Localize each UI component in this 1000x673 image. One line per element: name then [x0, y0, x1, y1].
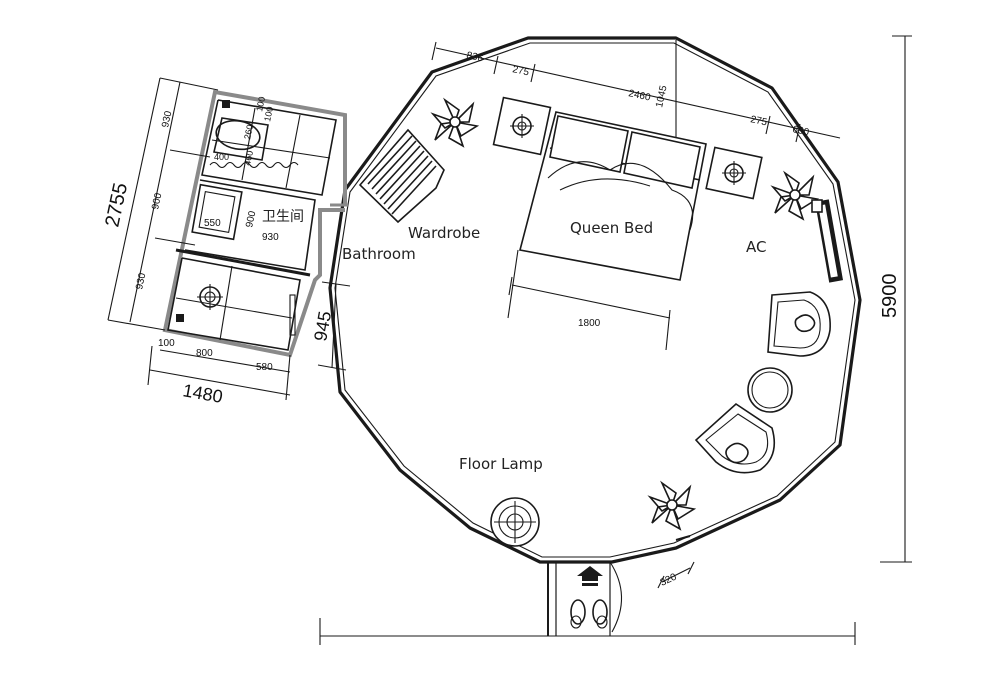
svg-text:930: 930	[134, 272, 148, 291]
svg-text:100: 100	[158, 338, 175, 349]
overall-height-dim: 5900	[879, 274, 901, 319]
plant-icon	[430, 97, 480, 148]
bathroom-block: 卫生间	[162, 89, 348, 358]
svg-text:1045: 1045	[654, 84, 669, 108]
floor-lamp: Floor Lamp	[459, 455, 543, 547]
nightstand-right	[705, 146, 763, 200]
armchair-top	[767, 291, 831, 357]
queen-bed: Queen Bed 1800	[507, 111, 707, 351]
drain-line	[209, 161, 299, 169]
svg-text:930: 930	[262, 232, 279, 243]
svg-text:836: 836	[465, 50, 484, 64]
tent-wall	[328, 36, 862, 564]
entry-arrow-icon	[577, 566, 603, 576]
shoes-icon	[570, 599, 608, 629]
nightstand-left	[492, 96, 552, 156]
wardrobe-label: Wardrobe	[408, 224, 480, 242]
svg-text:100: 100	[254, 96, 267, 113]
svg-text:900: 900	[244, 210, 258, 229]
armchair-bottom	[694, 402, 776, 474]
bathroom-label: Bathroom	[342, 245, 416, 263]
wardrobe: Wardrobe	[358, 128, 480, 242]
toilet-bowl	[215, 119, 261, 151]
svg-text:1800: 1800	[578, 318, 601, 329]
bath-width-dim: 1480	[181, 380, 224, 407]
toilet-tank	[213, 117, 269, 161]
svg-text:400: 400	[214, 152, 229, 162]
right-dimension: 5900	[879, 35, 912, 563]
svg-text:275: 275	[749, 114, 768, 128]
queen-bed-label: Queen Bed	[570, 219, 653, 237]
svg-text:460: 460	[242, 150, 255, 167]
sink	[191, 183, 243, 241]
side-table	[747, 367, 793, 413]
bathroom-cn-label: 卫生间	[262, 209, 304, 225]
svg-text:930: 930	[160, 110, 174, 129]
bath-height-dim: 2755	[101, 181, 132, 229]
svg-text:2460: 2460	[627, 88, 651, 103]
bottom-dimension	[319, 618, 856, 645]
svg-text:260: 260	[242, 124, 255, 141]
bath-dimensions: 2755 1480 930 900 930 100 800 580 930 90…	[101, 77, 291, 407]
floor-lamp-label: Floor Lamp	[459, 455, 543, 473]
entrance-door: 320	[547, 561, 695, 636]
svg-text:320: 320	[659, 572, 679, 589]
svg-text:900: 900	[150, 192, 164, 211]
top-dimensions: 836 275 2460 1045 275 690	[431, 40, 841, 143]
svg-text:580: 580	[256, 362, 273, 373]
plant-icon	[647, 480, 697, 531]
plant-icon	[770, 170, 820, 221]
svg-text:100: 100	[262, 106, 275, 123]
svg-text:275: 275	[511, 64, 530, 78]
ac-label: AC	[746, 238, 766, 256]
tent-wall-inner	[334, 42, 856, 558]
svg-text:945: 945	[310, 310, 335, 343]
svg-text:800: 800	[196, 348, 213, 359]
svg-text:690: 690	[791, 124, 810, 138]
ac-unit: AC	[746, 199, 844, 283]
svg-text:550: 550	[204, 218, 221, 229]
door-offset-dimension: 945	[310, 281, 351, 371]
